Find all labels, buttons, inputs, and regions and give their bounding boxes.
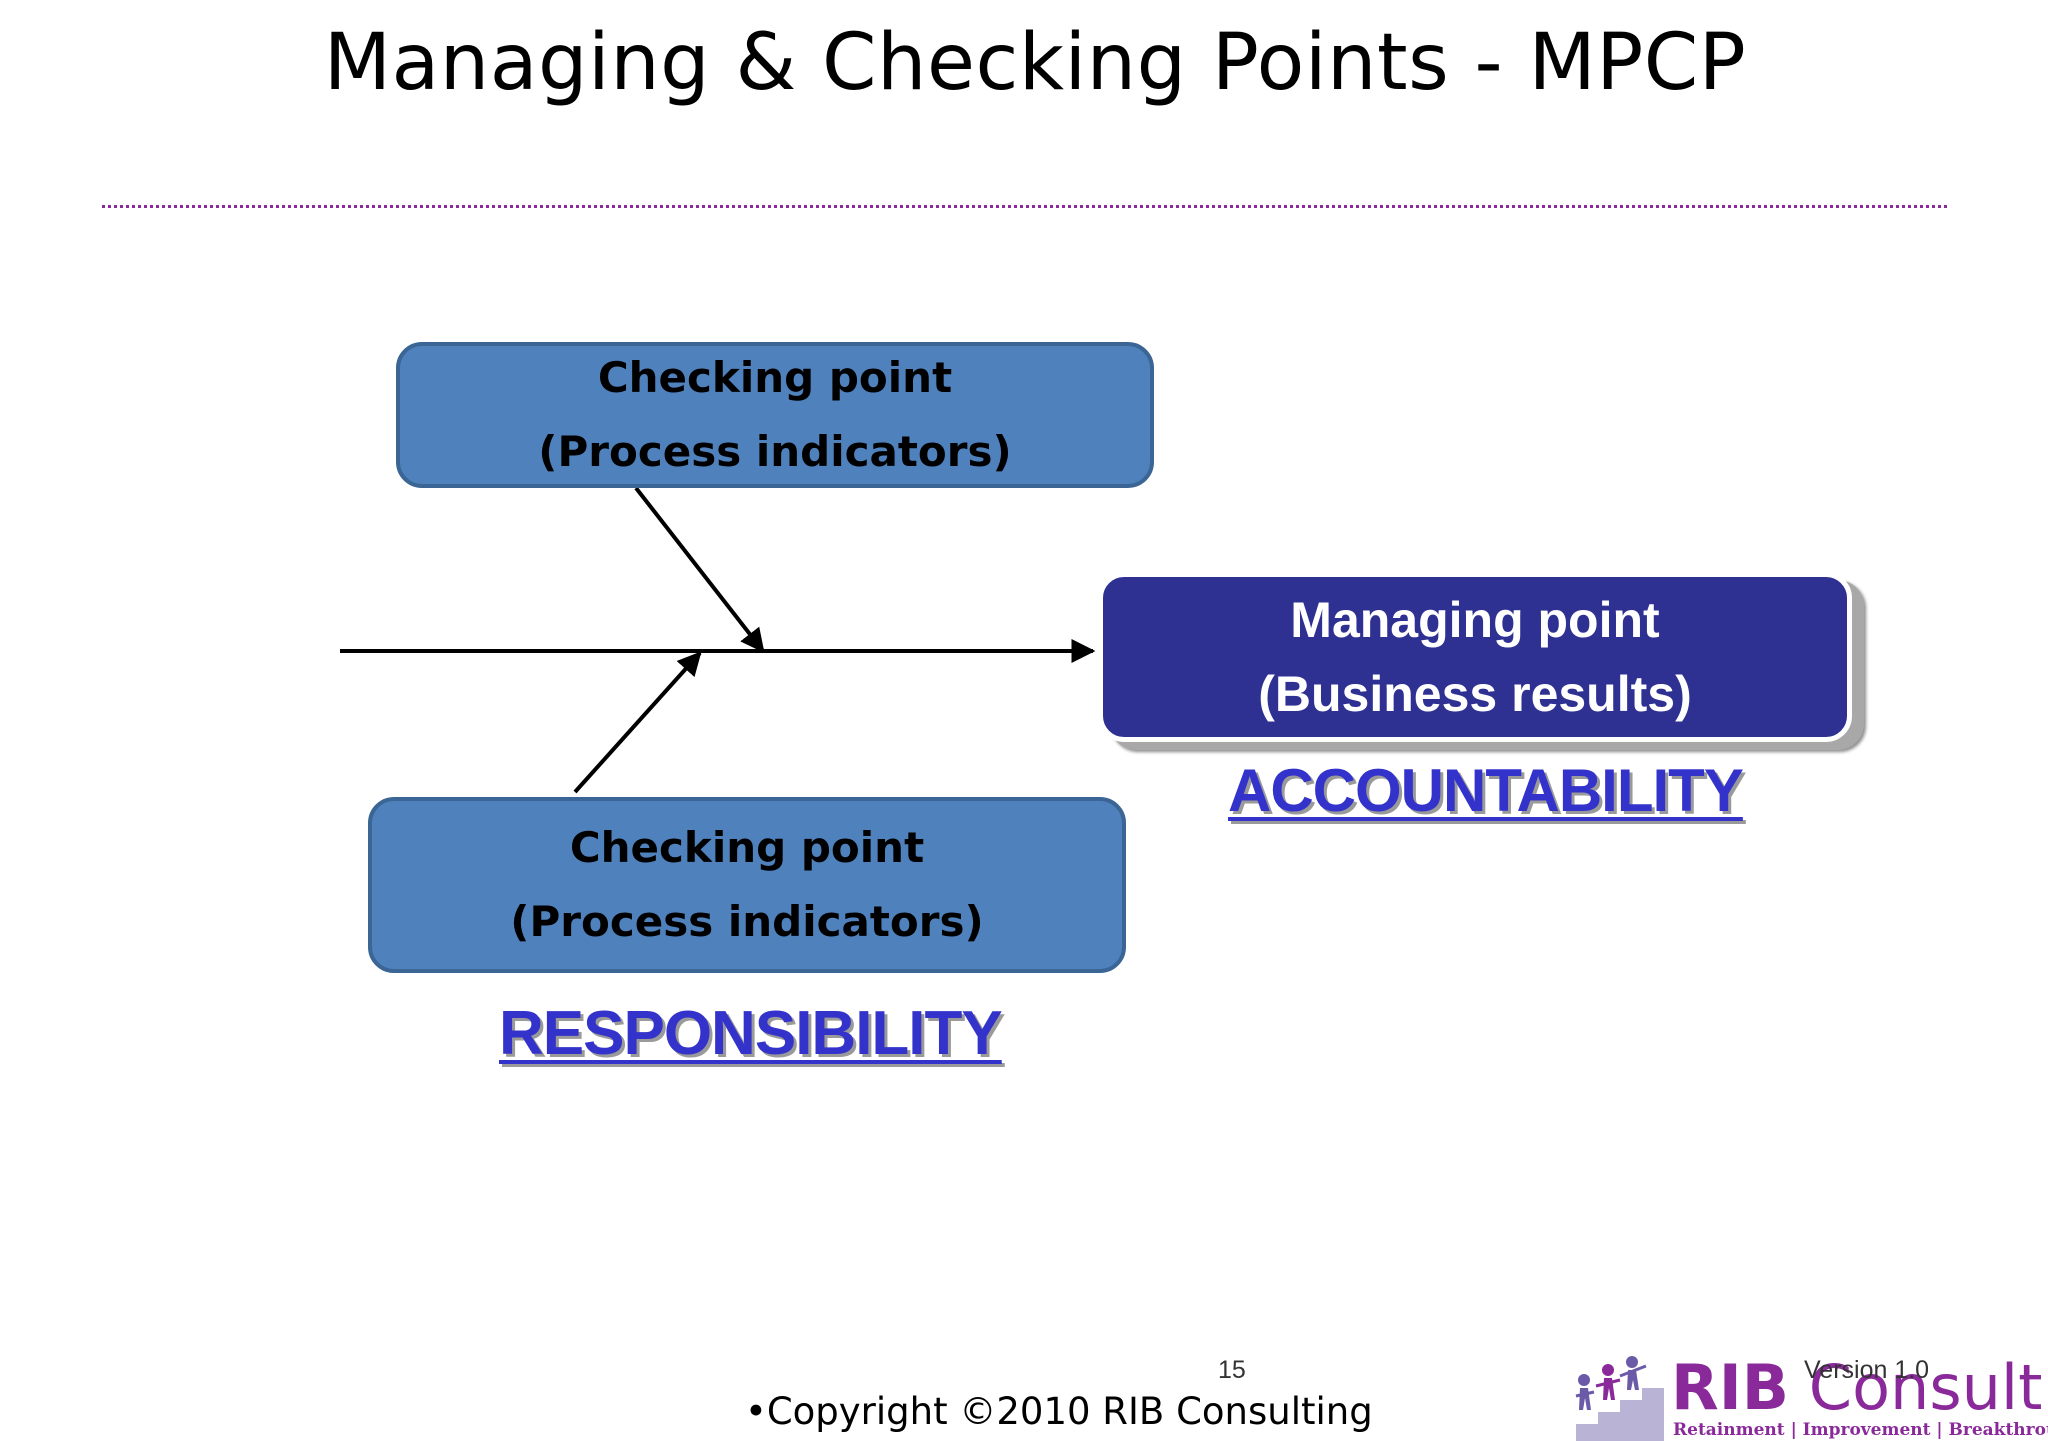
checking-point-bottom-line2: (Process indicators)	[510, 897, 984, 946]
top-branch-arrow	[634, 486, 765, 653]
slide-title: Managing & Checking Points - MPCP	[323, 18, 1747, 108]
managing-point-line2: (Business results)	[1258, 666, 1692, 722]
rib-consulting-logo: RIB Consulting Retainment | Improvement …	[1568, 1352, 2048, 1441]
managing-point-line1: Managing point	[1290, 592, 1660, 648]
page-number: 15	[1218, 1356, 1246, 1384]
logo-consulting: Consulting	[1808, 1351, 2048, 1424]
checking-point-top-line2: (Process indicators)	[538, 427, 1012, 476]
copyright-text: •Copyright ©2010 RIB Consulting	[745, 1390, 1373, 1433]
managing-point-box: Managing point (Business results)	[1098, 572, 1852, 742]
logo-tagline: Retainment | Improvement | Breakthrough	[1673, 1420, 2048, 1440]
logo-rib: RIB	[1671, 1351, 1790, 1424]
version-label: Version 1.0	[1804, 1356, 1930, 1384]
checking-point-bottom-box: Checking point (Process indicators)	[368, 797, 1126, 973]
title-divider	[102, 205, 1947, 208]
people-climbing-icon	[1575, 1356, 1664, 1441]
logo-wordmark: RIB Consulting	[1671, 1352, 2048, 1424]
responsibility-label: RESPONSIBILITY	[499, 999, 1003, 1068]
checking-point-top-box: Checking point (Process indicators)	[396, 342, 1154, 488]
accountability-label: ACCOUNTABILITY	[1228, 757, 1744, 824]
checking-point-bottom-line1: Checking point	[569, 823, 925, 872]
checking-point-top-line1: Checking point	[597, 353, 953, 402]
bottom-branch-arrow	[573, 651, 702, 794]
